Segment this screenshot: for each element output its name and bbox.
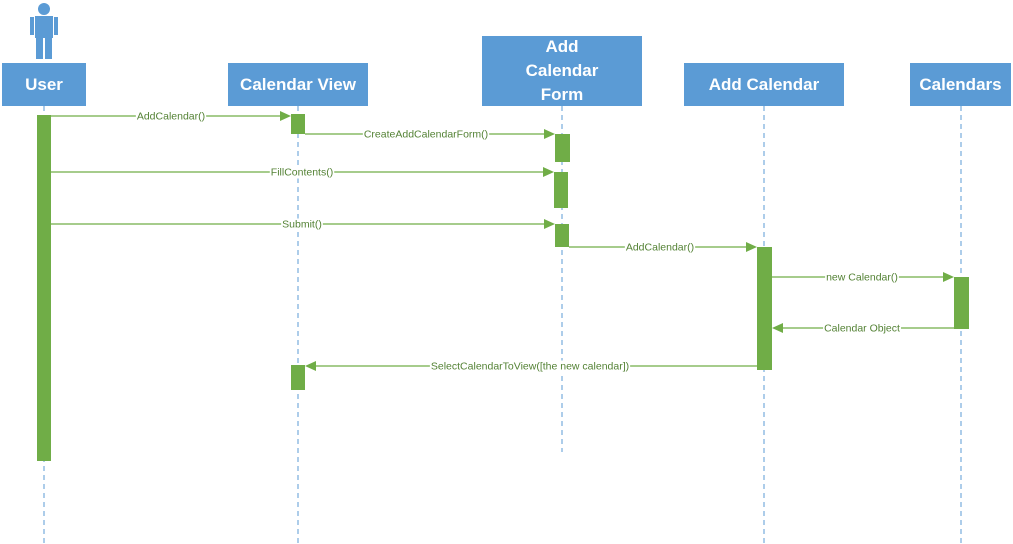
message-label: FillContents()	[271, 167, 333, 179]
message-arrowhead	[280, 111, 291, 121]
participant-label: User	[25, 74, 63, 94]
message-label: Submit()	[282, 219, 322, 231]
message-arrowhead	[943, 272, 954, 282]
message-label-background	[624, 241, 696, 254]
message-arrowhead	[543, 167, 554, 177]
message-label: AddCalendar()	[137, 111, 205, 123]
message-label-background	[269, 166, 335, 179]
message-label: SelectCalendarToView([the new calendar])	[431, 361, 629, 373]
message-label-background	[823, 322, 902, 335]
message-label-background	[362, 128, 490, 141]
activation-bar-calendar-view	[291, 365, 305, 390]
activation-bar-add-calendar-form	[555, 224, 569, 247]
participant-label: Add Calendar Form	[525, 37, 599, 104]
participant-calendar-view: Calendar View	[228, 63, 368, 106]
activation-bar-calendars	[954, 277, 969, 329]
message-label-background	[825, 271, 899, 284]
message-arrowhead	[746, 242, 757, 252]
message-label-background	[135, 110, 207, 123]
activation-bar-add-calendar-form	[555, 134, 570, 162]
participant-label: Add Calendar	[708, 74, 820, 94]
activation-bar-user	[37, 115, 51, 461]
participant-label: Calendars	[919, 74, 1002, 94]
participant-add-calendar: Add Calendar	[684, 63, 844, 106]
message-arrowhead	[544, 129, 555, 139]
message-label: Calendar Object	[824, 323, 900, 335]
activation-bar-calendar-view	[291, 114, 305, 134]
participant-label: Calendar View	[240, 74, 356, 94]
message-arrowhead	[305, 361, 316, 371]
message-label-background	[281, 218, 323, 231]
message-label-background	[429, 360, 631, 373]
message-label: AddCalendar()	[626, 242, 694, 254]
participant-user: User	[2, 63, 86, 106]
message-arrowhead	[544, 219, 555, 229]
message-label: CreateAddCalendarForm()	[364, 129, 488, 141]
participant-add-calendar-form: Add Calendar Form	[482, 36, 642, 106]
message-arrowhead	[772, 323, 783, 333]
participant-calendars: Calendars	[910, 63, 1011, 106]
person-icon	[30, 3, 58, 59]
activation-bar-add-calendar	[757, 247, 772, 370]
activation-bar-add-calendar-form	[554, 172, 568, 208]
message-label: new Calendar()	[826, 272, 898, 284]
